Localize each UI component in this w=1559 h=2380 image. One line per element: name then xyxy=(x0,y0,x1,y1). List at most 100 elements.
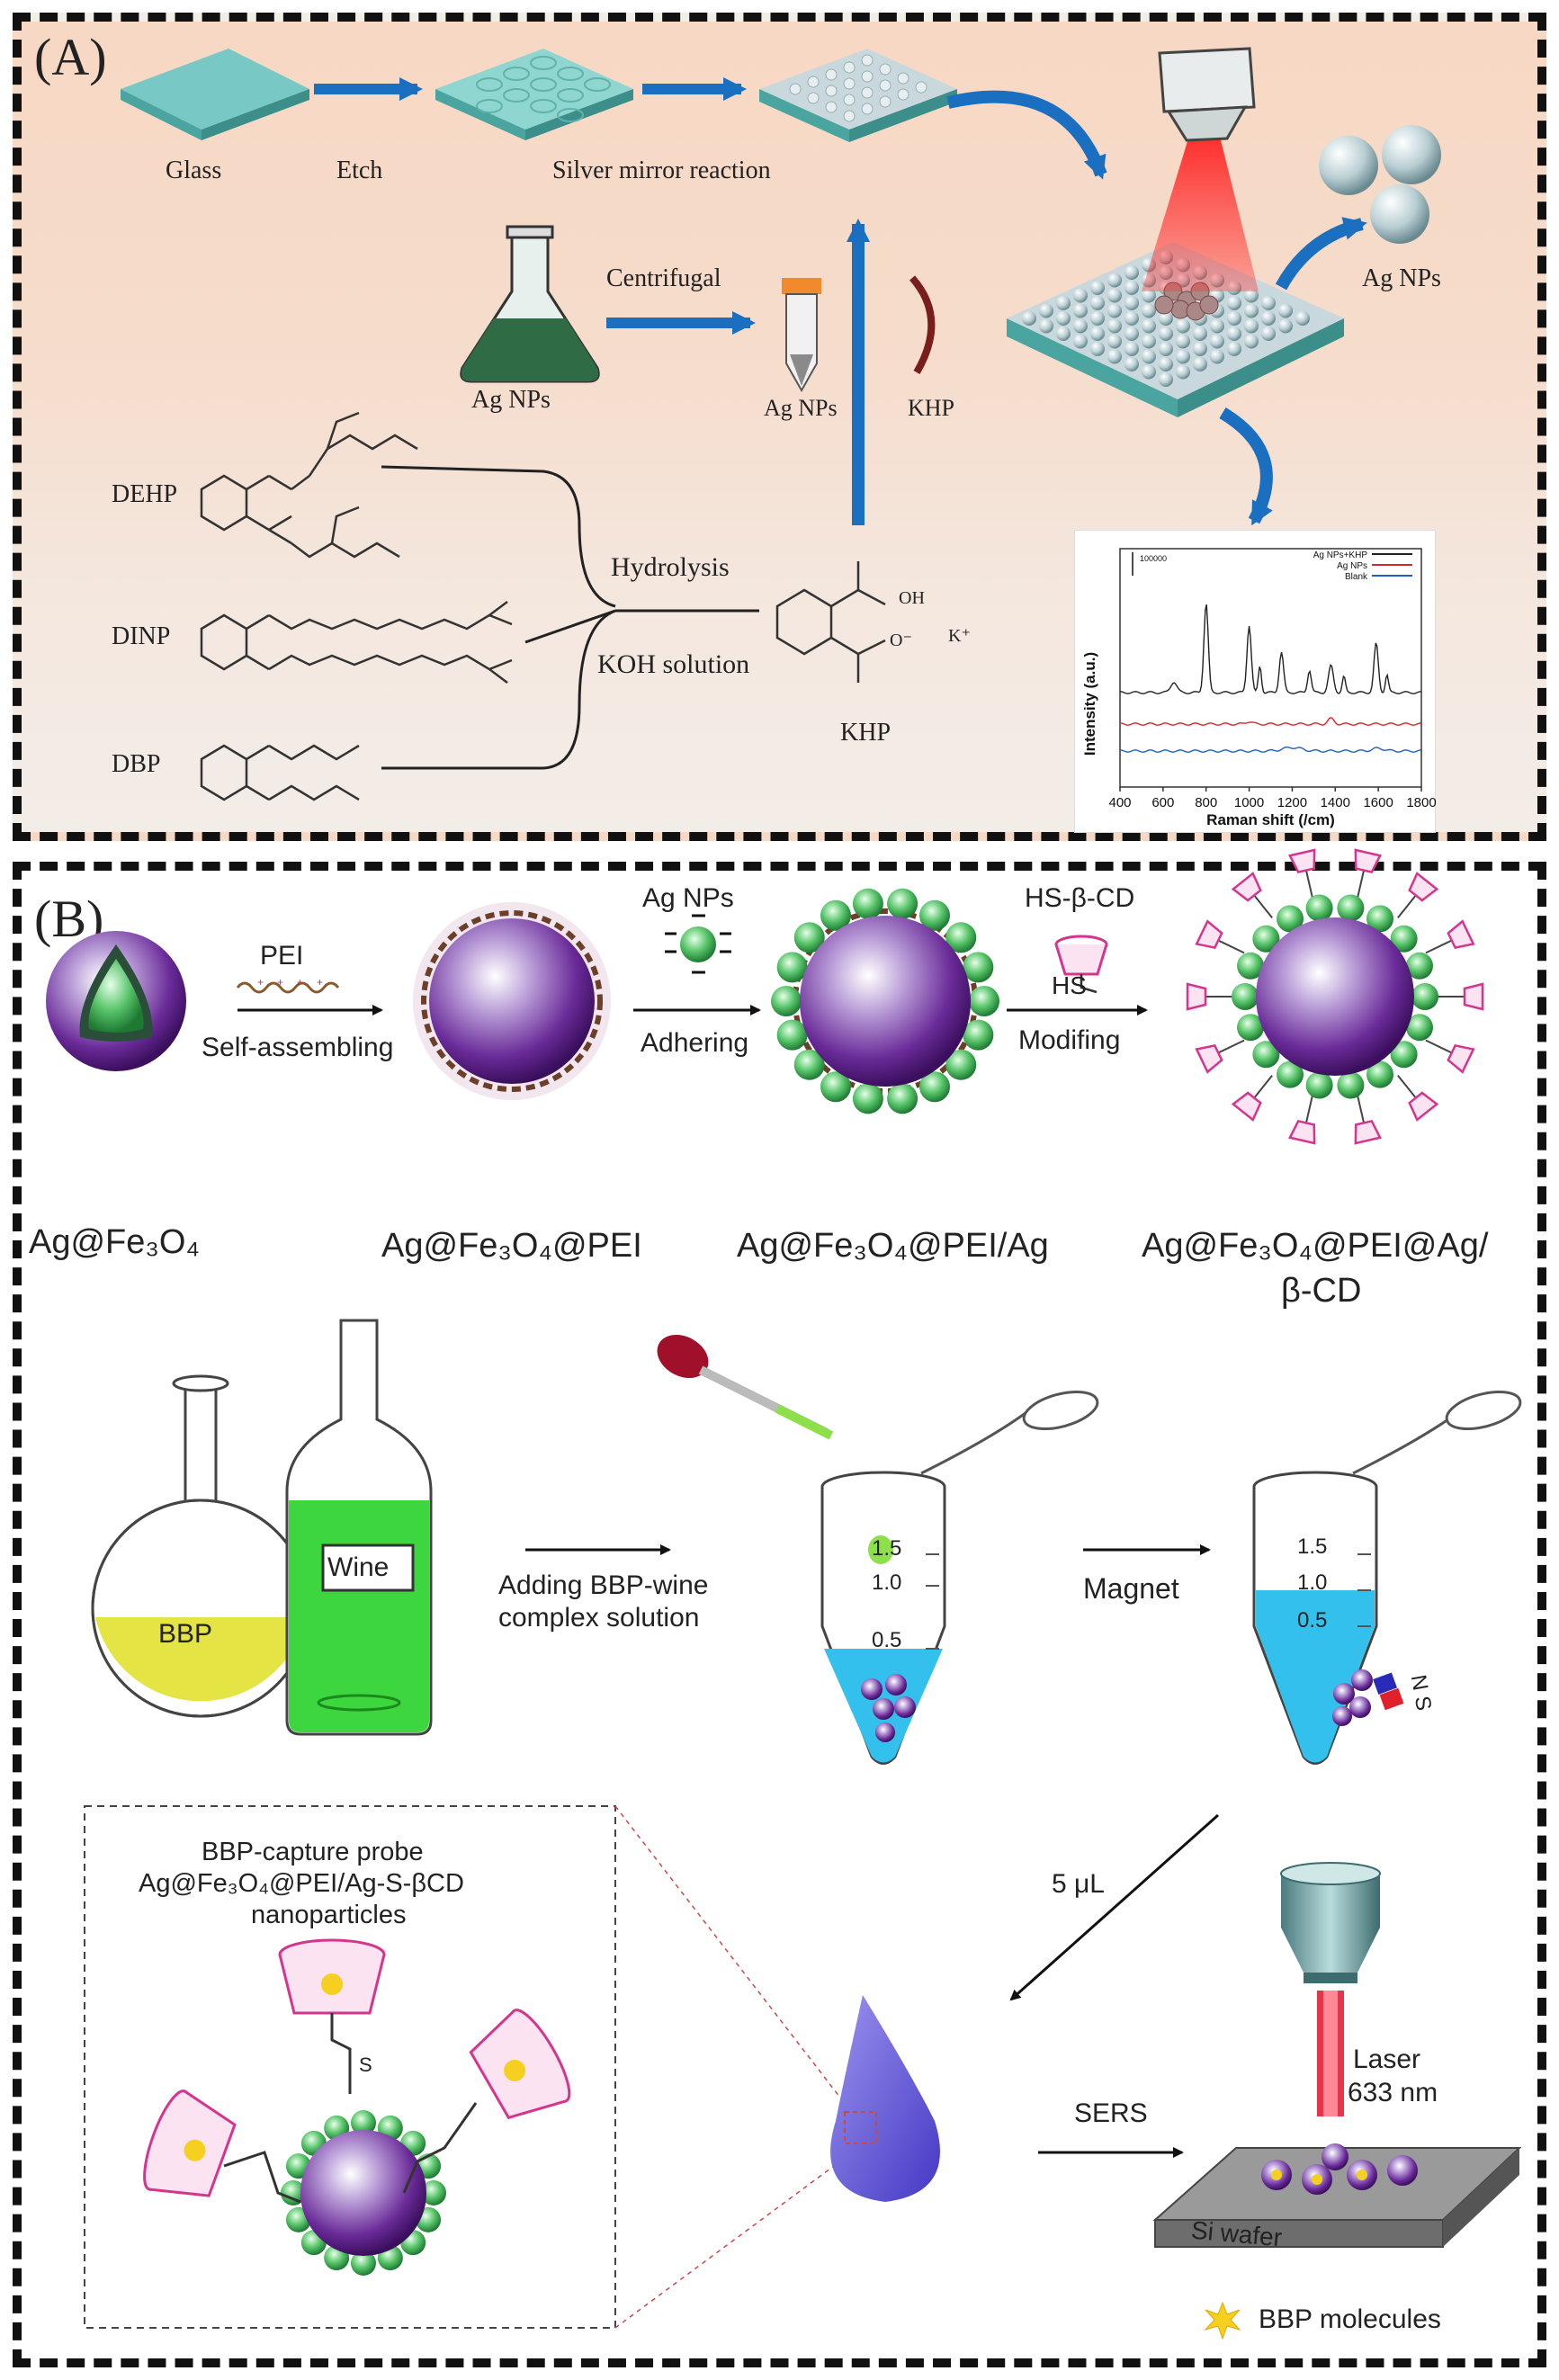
magnet-label: Magnet xyxy=(1083,1572,1179,1605)
silver-slab-icon xyxy=(759,49,957,142)
hydrolysis-connectors xyxy=(381,465,759,770)
substrate-np xyxy=(1244,303,1259,318)
wafer-bbp-icon xyxy=(1271,2170,1367,2185)
arrow-5ul xyxy=(1009,1813,1219,2001)
ag-satellite xyxy=(852,1083,883,1114)
spectrum-xtick: 1800 xyxy=(1406,795,1436,810)
ag-satellite xyxy=(1337,1071,1365,1099)
substrate-np xyxy=(1261,311,1276,326)
arrow-to-substrate xyxy=(946,90,1107,180)
spectrum-xtick: 800 xyxy=(1195,795,1217,810)
substrate-np xyxy=(1039,303,1053,318)
panel-b: (B) ++++ xyxy=(13,848,1546,2367)
dinp-structure-icon xyxy=(200,601,513,684)
cluster-np xyxy=(1199,295,1219,315)
tube-1-icon xyxy=(820,1390,1099,1765)
si-wafer-icon xyxy=(1152,2147,1522,2248)
probe-cup-right-icon xyxy=(469,2009,571,2120)
substrate-np xyxy=(1124,327,1139,341)
substrate-np xyxy=(1090,342,1105,356)
ag-fe3o4-particle-icon xyxy=(46,931,186,1071)
ag-nps-spheres-icon xyxy=(1319,125,1441,244)
wine-label: Wine xyxy=(327,1552,390,1582)
ag-satellite xyxy=(351,2110,376,2135)
dehp-label: DEHP xyxy=(112,480,178,508)
adding-label-1: Adding BBP-wine xyxy=(498,1570,709,1600)
self-assembling-label: Self-assembling xyxy=(202,1033,394,1062)
pei-coated-particle-icon xyxy=(413,902,611,1100)
k-plus-label: K⁺ xyxy=(948,626,971,646)
bcd-cup xyxy=(1231,872,1262,902)
substrate-np xyxy=(1142,303,1156,318)
khp-structure-icon xyxy=(775,561,886,683)
ag-satellite xyxy=(852,888,883,919)
series-ag-nps-khp xyxy=(1119,604,1421,694)
adhering-label: Adhering xyxy=(641,1028,749,1058)
bcd-cup xyxy=(1231,1091,1262,1122)
substrate-np xyxy=(1210,349,1224,364)
centrifugal-label: Centrifugal xyxy=(606,264,721,292)
svg-text:+: + xyxy=(257,976,264,989)
spectrum-xtick: 1600 xyxy=(1363,795,1393,810)
bcd-modified-particle-icon xyxy=(1186,848,1484,1145)
spectrum-xtick: 1200 xyxy=(1277,795,1307,810)
oh-label: OH xyxy=(899,588,925,608)
substrate-np xyxy=(1107,273,1122,288)
ag-satellite xyxy=(887,1083,918,1114)
ag-satellite xyxy=(776,952,808,983)
dehp-structure-icon xyxy=(200,411,418,559)
ag-satellite xyxy=(421,2180,446,2206)
spectrum-xtick: 400 xyxy=(1108,795,1131,810)
bcd-cup xyxy=(1288,1119,1316,1145)
bcd-cup xyxy=(1463,982,1484,1011)
probe-cup-top-icon xyxy=(278,1938,386,2094)
series-ag-nps xyxy=(1119,717,1421,726)
hs-bcd-label: HS-β-CD xyxy=(1025,883,1135,913)
substrate-np xyxy=(1142,349,1156,364)
ag-satellite xyxy=(1305,1071,1333,1099)
substrate-np xyxy=(1159,372,1173,387)
substrate-np xyxy=(1159,342,1173,356)
substrate-np xyxy=(1124,281,1139,295)
probe-inset-box xyxy=(84,1805,616,2329)
substrate-np xyxy=(1227,327,1241,341)
substrate-np xyxy=(1295,311,1310,326)
ag-satellite xyxy=(820,1071,851,1103)
ag-satellite xyxy=(771,986,802,1016)
substrate-np xyxy=(1210,334,1224,349)
bcd-cup xyxy=(1408,872,1439,902)
name-ag-fe3o4-pei-ag: Ag@Fe₃O₄@PEI/Ag xyxy=(737,1227,1049,1265)
substrate-np xyxy=(1244,334,1259,349)
bcd-cup xyxy=(1354,848,1382,874)
series-blank xyxy=(1119,746,1421,753)
name-ag-fe3o4: Ag@Fe₃O₄ xyxy=(29,1223,200,1261)
ag-satellite xyxy=(1232,983,1259,1010)
arrow-to-agnps xyxy=(1275,217,1367,291)
substrate-np xyxy=(1090,311,1105,326)
bcd-cup xyxy=(1195,919,1223,950)
probe-cup-left-icon xyxy=(143,2089,237,2197)
substrate-np xyxy=(1090,281,1105,295)
ag-satellite xyxy=(1237,952,1265,980)
ag-satellite xyxy=(969,986,999,1016)
ag-satellite xyxy=(1390,1041,1418,1069)
ag-satellite xyxy=(963,1019,994,1051)
substrate-dots xyxy=(1022,250,1310,387)
spectrum-scale: 100000 xyxy=(1140,554,1167,563)
substrate-np xyxy=(1142,334,1156,349)
spectrum-legend-entry: Ag NPs+KHP xyxy=(1313,550,1368,560)
substrate-np xyxy=(1124,311,1139,326)
centrifuge-tube-icon xyxy=(782,278,821,393)
ag-satellite xyxy=(919,899,950,931)
sers-substrate-icon xyxy=(1007,242,1344,417)
substrate-np xyxy=(1227,342,1241,356)
substrate-np xyxy=(1056,327,1071,341)
substrate-np xyxy=(1090,327,1105,341)
substrate-np xyxy=(1107,334,1122,349)
name-ag-fe3o4-pei: Ag@Fe₃O₄@PEI xyxy=(381,1227,642,1265)
ag-satellite xyxy=(351,2250,376,2276)
substrate-np xyxy=(1039,318,1053,334)
ag-satellite xyxy=(1337,894,1365,922)
spectrum-legend-entry: Blank xyxy=(1345,572,1368,582)
ag-np-icon xyxy=(665,914,731,974)
